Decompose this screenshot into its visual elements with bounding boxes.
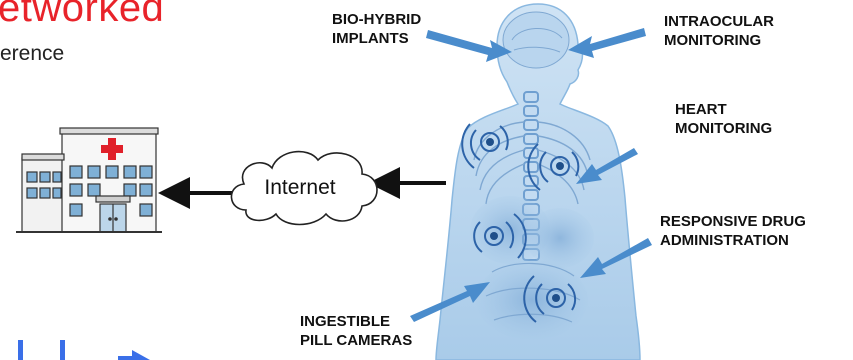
nav-arrow-fragment bbox=[18, 340, 150, 360]
cloud-icon: Internet bbox=[231, 152, 377, 225]
arrow-intraocular bbox=[568, 28, 646, 58]
label-intraocular-monitoring: INTRAOCULAR MONITORING bbox=[664, 12, 774, 50]
hospital-building-icon bbox=[16, 128, 162, 232]
label-responsive-drug-administration: RESPONSIVE DRUG ADMINISTRATION bbox=[660, 212, 806, 250]
label-ingestible-pill-cameras: INGESTIBLE PILL CAMERAS bbox=[300, 312, 412, 350]
cloud-label: Internet bbox=[264, 176, 335, 199]
label-heart-monitoring: HEART MONITORING bbox=[675, 100, 772, 138]
label-bio-hybrid-implants: BIO-HYBRID IMPLANTS bbox=[332, 10, 421, 48]
